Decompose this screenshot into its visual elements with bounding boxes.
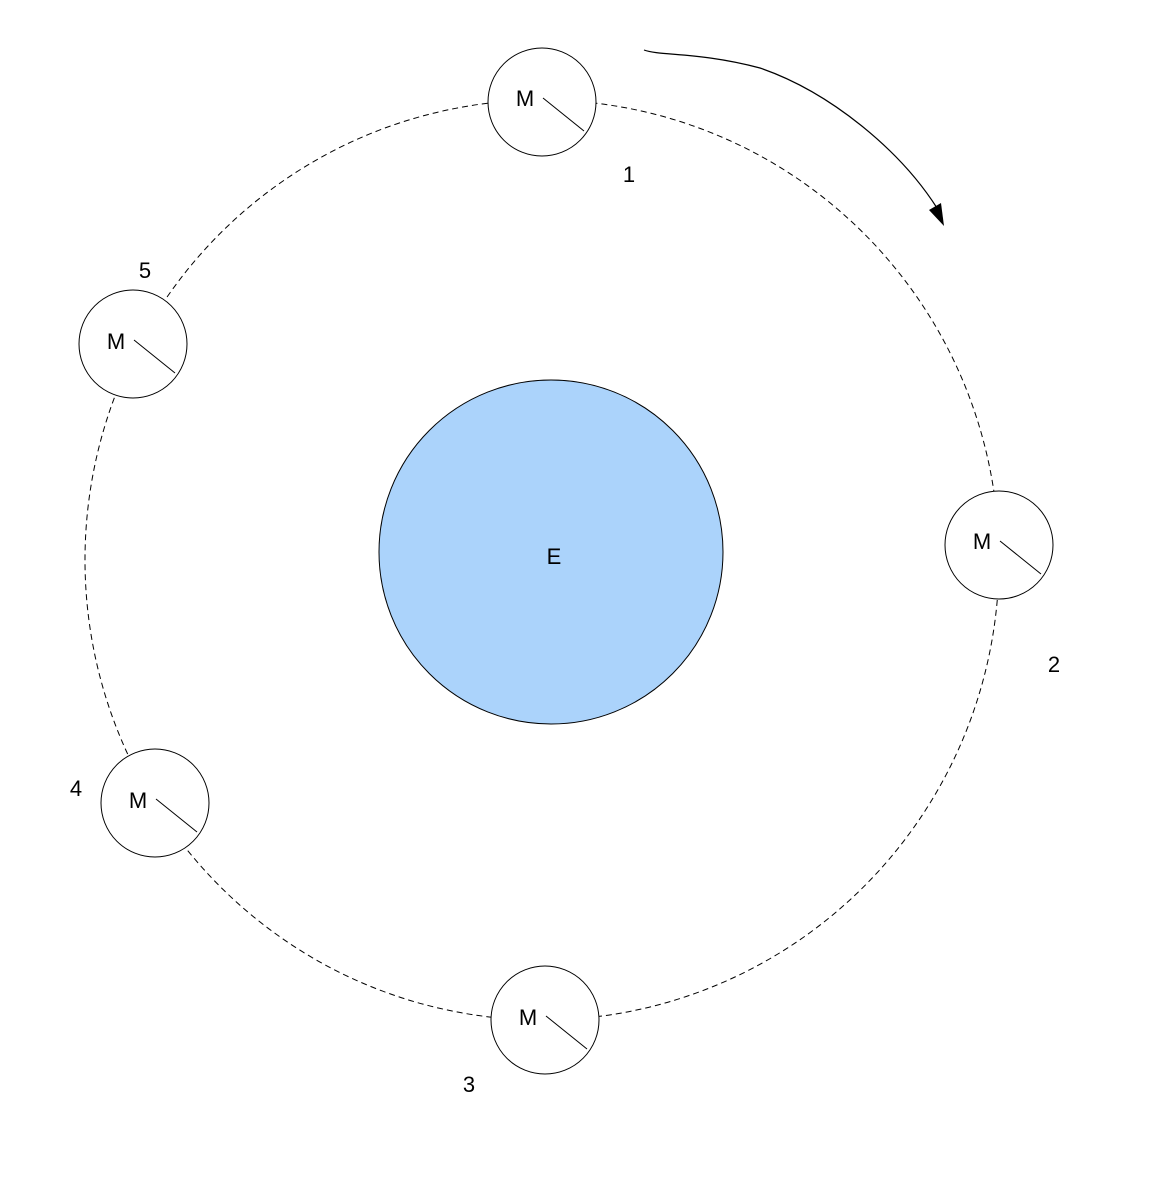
earth-disc — [378, 379, 724, 725]
moon-label: M — [516, 86, 534, 111]
moon-label: M — [519, 1005, 537, 1030]
position-label: 4 — [70, 776, 82, 801]
moon-marker — [999, 540, 1042, 575]
moon-1: M 1 — [487, 47, 635, 187]
earth: E — [378, 379, 724, 725]
moon-2: M 2 — [944, 490, 1060, 677]
moon-label: M — [129, 788, 147, 813]
earth-label: E — [547, 544, 562, 569]
position-label: 2 — [1048, 652, 1060, 677]
moon-marker — [133, 339, 176, 374]
moon-marker — [155, 798, 198, 833]
moon-marker — [542, 97, 585, 132]
rotation-arrow — [643, 49, 944, 226]
moon-disc — [944, 490, 1054, 600]
moon-4: M 4 — [70, 748, 210, 858]
moon-disc — [100, 748, 210, 858]
moon-label: M — [107, 329, 125, 354]
position-label: 3 — [463, 1072, 475, 1097]
moon-label: M — [973, 529, 991, 554]
rotation-arrow-head — [929, 203, 944, 226]
position-label: 5 — [139, 258, 151, 283]
moon-marker — [545, 1015, 588, 1050]
moon-3: M 3 — [463, 965, 600, 1097]
moon-disc — [490, 965, 600, 1075]
moon-disc — [78, 289, 188, 399]
position-label: 1 — [623, 162, 635, 187]
moon-5: M 5 — [78, 258, 188, 399]
moon-disc — [487, 47, 597, 157]
rotation-arrow-curve — [643, 49, 938, 209]
